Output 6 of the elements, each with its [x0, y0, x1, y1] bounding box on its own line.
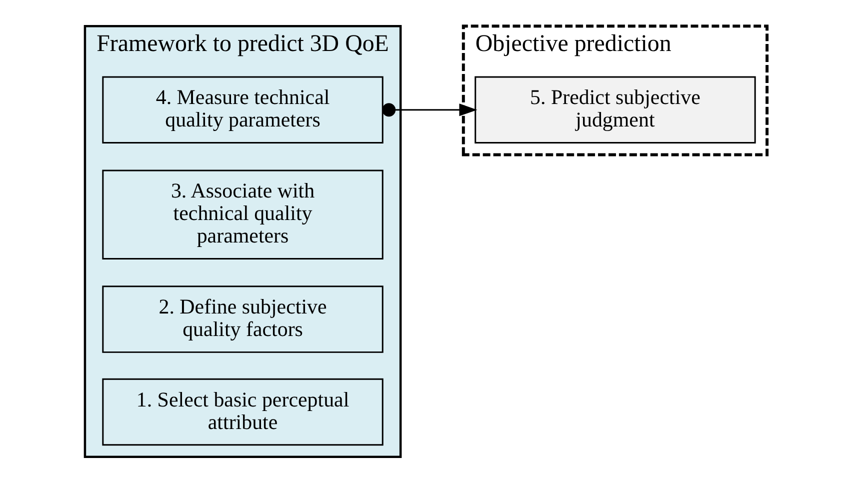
- node-box: 5. Predict subjective judgment: [474, 76, 756, 144]
- node-box: 1. Select basic perceptual attribute: [102, 378, 384, 446]
- node-box: 4. Measure technical quality parameters: [102, 76, 384, 144]
- node-box: 2. Define subjective quality factors: [102, 286, 384, 353]
- node-box: 3. Associate with technical quality parameters: [102, 170, 384, 260]
- arrow: [382, 103, 478, 117]
